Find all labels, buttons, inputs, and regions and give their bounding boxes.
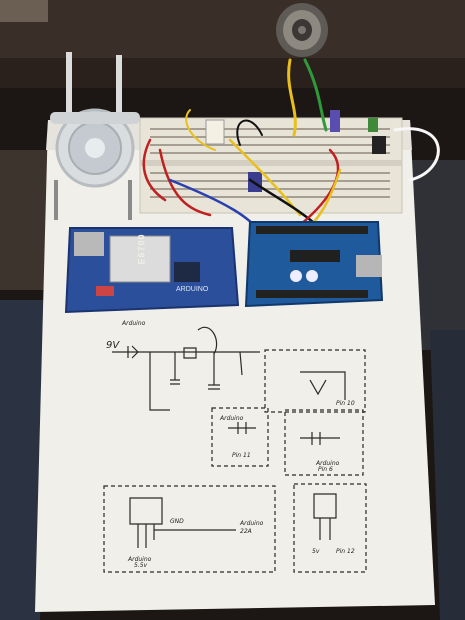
pin-12-label: Pin 12 bbox=[336, 548, 355, 555]
gnd-label: GND bbox=[170, 518, 184, 525]
voltage-label: 9V bbox=[106, 340, 120, 351]
pin-6-label: Pin 6 bbox=[318, 466, 333, 473]
pin-11-label: Pin 11 bbox=[232, 452, 251, 459]
pin-10-label: Pin 10 bbox=[336, 400, 355, 407]
arduino-uno bbox=[244, 221, 384, 308]
caption-arduino-2: Arduino bbox=[220, 415, 244, 422]
caption-arduino-1: Arduino bbox=[122, 320, 146, 327]
speaker bbox=[276, 3, 328, 57]
pin-5v-label: 5v bbox=[312, 548, 320, 555]
gsm-module-label: E6700 bbox=[136, 233, 147, 265]
breadboard bbox=[139, 110, 403, 214]
gsm-brand-label: ARDUINO bbox=[176, 286, 209, 293]
caption-arduino-5: Arduino bbox=[240, 520, 264, 527]
caption-arduino-3: Arduino bbox=[316, 460, 340, 467]
peristaltic-pump bbox=[50, 52, 140, 220]
pin-5v5-label: 5.5v bbox=[134, 562, 148, 569]
shelf-edge bbox=[0, 58, 465, 88]
wall-frame bbox=[0, 0, 48, 22]
right-jeans bbox=[430, 330, 465, 620]
pin-22a-label: 22A bbox=[240, 528, 252, 535]
gsm-shield bbox=[64, 227, 240, 314]
hand-schematic bbox=[103, 326, 367, 573]
caption-arduino-4: Arduino bbox=[128, 556, 152, 563]
